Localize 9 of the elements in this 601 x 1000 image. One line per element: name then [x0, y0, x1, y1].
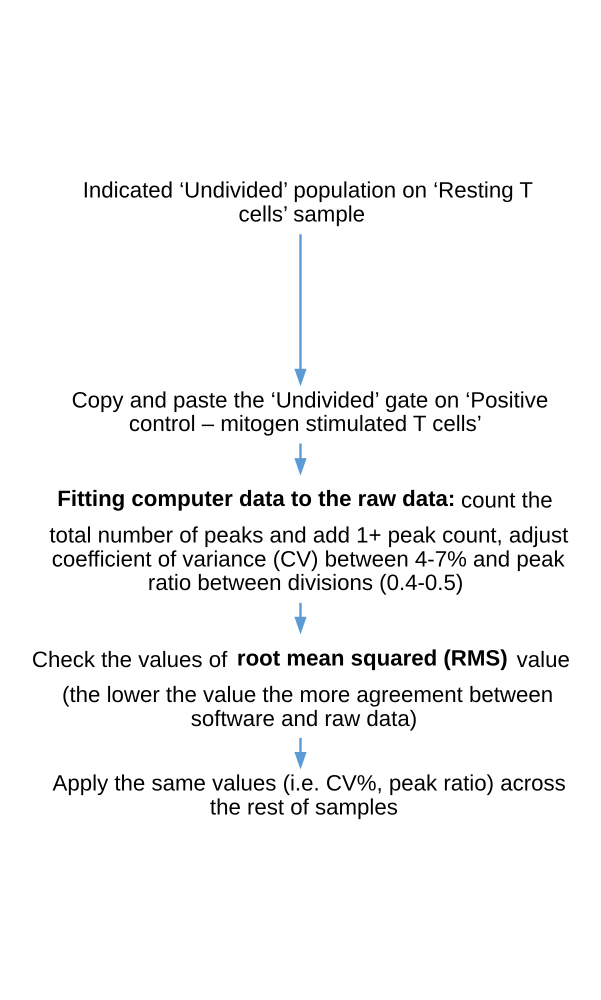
node-text: Indicated ‘Undivided’ population on ‘Resting T cells’ sample [82, 178, 533, 226]
node-text: Fitting computer data to the raw data: count the total number of peaks and add 1+ peak count, adjust coefficient of variance (CV) between 4-7% and peak ratio between divisions (0.4-0.5) [49, 486, 568, 596]
node-text: Check the values of root mean squared (RMS) value (the lower the value the more agreement between software and raw data) [32, 646, 570, 732]
arrow [294, 444, 307, 476]
arrow [294, 234, 307, 386]
node-text: Apply the same values (i.e. CV%, peak ratio) across the rest of samples [52, 770, 566, 820]
arrow [294, 602, 307, 634]
node-text: Copy and paste the ‘Undivided’ gate on ‘Positive control – mitogen stimulated T cells’ [72, 387, 548, 436]
arrow [294, 738, 307, 770]
